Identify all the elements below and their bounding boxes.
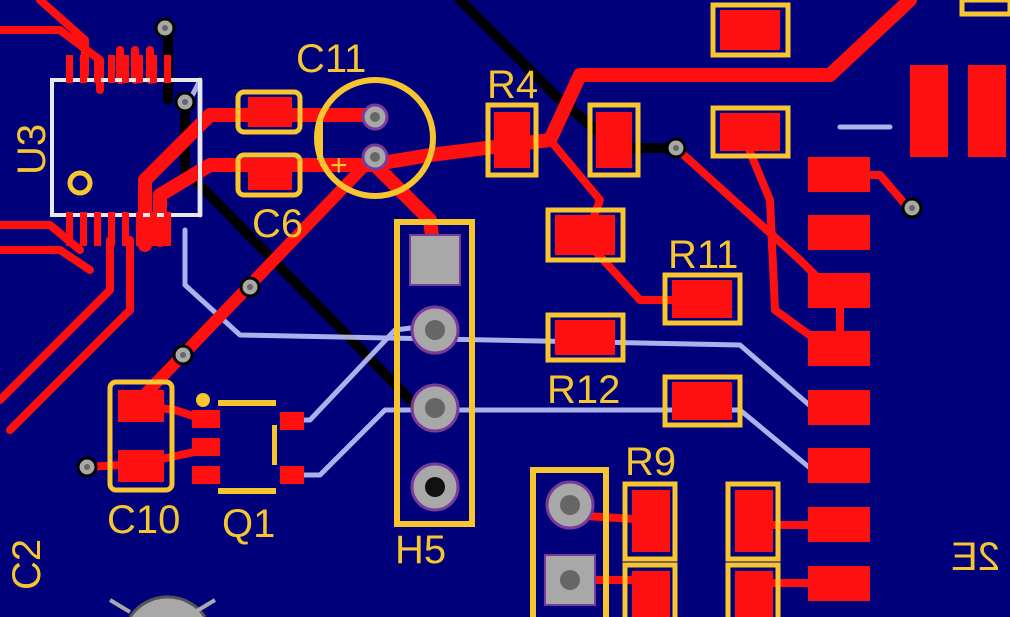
c6-pad-1[interactable] [248, 97, 292, 127]
r4-pad-2[interactable] [596, 112, 632, 168]
vias [76, 17, 923, 478]
plus-icon: + [330, 149, 348, 182]
q1-label: Q1 [222, 502, 275, 546]
h5-pin-header[interactable] [394, 219, 475, 527]
c2-label: C2 [5, 539, 49, 590]
pin1-marker-icon [67, 170, 93, 196]
u3-ic-footprint[interactable] [50, 55, 202, 246]
square-pad-icon[interactable] [409, 234, 461, 286]
two-pin-header[interactable] [530, 467, 609, 617]
c11-capacitor[interactable]: + [314, 77, 436, 199]
via-icon [901, 197, 923, 219]
silkscreen-labels: U3 C11 C6 C10 Q1 H5 R4 R11 R12 R9 C2 2E [5, 37, 1000, 590]
c11-label: C11 [296, 37, 366, 81]
r11-label: R11 [668, 233, 738, 277]
via-icon [174, 91, 196, 113]
via-icon [172, 344, 194, 366]
c6-pad-2[interactable] [248, 160, 292, 190]
bottom-mirrored-label: 2E [951, 535, 1000, 579]
u3-label: U3 [10, 124, 54, 175]
u3-pins-bottom [66, 212, 171, 246]
via-icon [239, 276, 261, 298]
via-icon [154, 17, 176, 39]
c10-label: C10 [107, 498, 180, 542]
c10-pad-1[interactable] [118, 390, 164, 422]
module-edge-pads [808, 65, 1006, 601]
h5-outline [394, 219, 475, 527]
r12-label: R12 [547, 368, 620, 412]
q1-pin1-dot [196, 393, 210, 407]
r4-label: R4 [487, 63, 538, 107]
r4-pad-1[interactable] [494, 112, 530, 168]
r9-label: R9 [625, 440, 676, 484]
h5-label: H5 [395, 528, 446, 572]
smd-components [107, 2, 791, 617]
via-icon [665, 137, 687, 159]
partial-component-bottom [108, 595, 217, 617]
c10-pad-2[interactable] [118, 450, 164, 482]
via-icon [76, 456, 98, 478]
u3-pins-top [66, 55, 171, 83]
c6-label: C6 [252, 202, 303, 246]
